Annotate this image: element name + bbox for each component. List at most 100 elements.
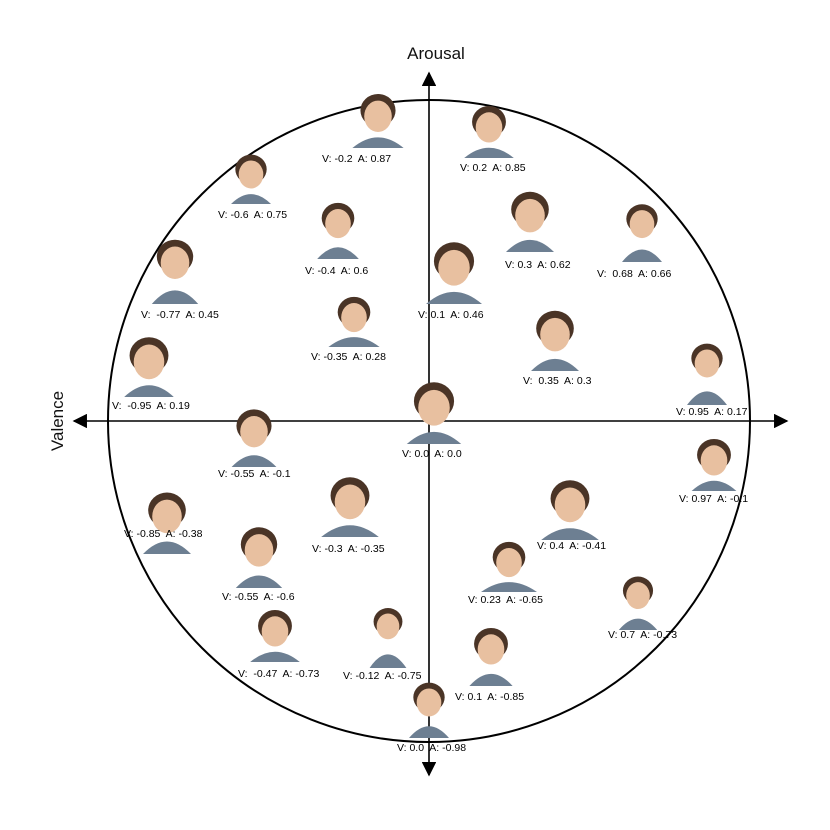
face-shoulders: [531, 358, 579, 371]
face-shoulders: [317, 247, 359, 259]
face-head: [477, 634, 505, 665]
face-label: V: 0.68 A: 0.66: [597, 268, 671, 280]
face-marker: V: -0.55 A: -0.6: [222, 527, 295, 603]
face-shoulders: [235, 575, 283, 588]
face-marker: V: 0.35 A: 0.3: [523, 310, 592, 387]
face-marker: V: -0.12 A: -0.75: [343, 608, 422, 682]
face-head: [629, 210, 655, 239]
face-shoulders: [469, 673, 513, 686]
face-marker: V: 0.0 A: 0.0: [402, 382, 462, 460]
face-label: V: 0.35 A: 0.3: [523, 375, 592, 387]
face-marker: V: 0.1 A: 0.46: [418, 242, 484, 321]
face-marker: V: 0.7 A: -0.73: [608, 576, 677, 641]
face-marker: V: 0.23 A: -0.65: [468, 541, 543, 606]
face-head: [364, 100, 392, 132]
face-head: [261, 616, 289, 647]
face-head: [515, 198, 545, 233]
face-label: V: -0.85 A: -0.38: [124, 528, 203, 540]
face-label: V: 0.3 A: 0.62: [505, 259, 571, 271]
face-head: [240, 416, 268, 448]
face-head: [376, 613, 400, 640]
face-shoulders: [481, 582, 537, 592]
face-marker: V: 0.68 A: 0.66: [597, 204, 671, 280]
face-marker: V: -0.77 A: 0.45: [141, 239, 219, 321]
face-label: V: 0.23 A: -0.65: [468, 594, 543, 606]
face-shoulders: [352, 137, 404, 148]
face-marker: V: -0.95 A: 0.19: [112, 337, 190, 412]
face-shoulders: [541, 528, 599, 540]
face-marker: V: 0.2 A: 0.85: [460, 105, 526, 174]
face-label: V: -0.4 A: 0.6: [305, 265, 368, 277]
face-marker: V: 0.1 A: -0.85: [455, 627, 524, 703]
face-head: [700, 445, 728, 476]
face-marker: V: -0.55 A: -0.1: [218, 409, 291, 480]
face-marker: V: 0.0 A: -0.98: [397, 682, 466, 754]
face-marker: V: -0.47 A: -0.73: [238, 609, 319, 680]
face-head: [496, 547, 522, 578]
face-label: V: -0.35 A: 0.28: [311, 351, 386, 363]
face-head: [418, 389, 450, 426]
face-head: [554, 487, 586, 523]
face-marker: V: -0.2 A: 0.87: [322, 94, 404, 165]
face-shoulders: [124, 385, 174, 397]
face-label: V: -0.77 A: 0.45: [141, 309, 219, 321]
face-label: V: -0.47 A: -0.73: [238, 668, 319, 680]
face-label: V: -0.12 A: -0.75: [343, 670, 422, 682]
face-label: V: 0.1 A: 0.46: [418, 309, 484, 321]
face-shoulders: [618, 618, 658, 630]
face-label: V: 0.0 A: -0.98: [397, 742, 466, 754]
face-marker: V: -0.3 A: -0.35: [312, 477, 385, 555]
valence-axis-title: Valence: [48, 391, 67, 451]
face-label: V: 0.1 A: -0.85: [455, 691, 524, 703]
face-head: [244, 534, 274, 567]
face-shoulders: [369, 654, 407, 668]
face-head: [133, 344, 165, 380]
face-shoulders: [687, 391, 727, 405]
face-label: V: -0.55 A: -0.6: [222, 591, 295, 603]
face-marker: V: 0.97 A: -0.1: [679, 438, 748, 505]
face-head: [416, 688, 442, 717]
face-head: [152, 499, 182, 534]
face-marker: V: -0.85 A: -0.38: [124, 492, 203, 554]
face-shoulders: [622, 249, 662, 262]
face-label: V: 0.2 A: 0.85: [460, 162, 526, 174]
face-marker: V: 0.3 A: 0.62: [505, 191, 571, 271]
face-label: V: -0.6 A: 0.75: [218, 209, 287, 221]
face-head: [626, 582, 650, 610]
face-marker: V: -0.4 A: 0.6: [305, 202, 368, 277]
face-head: [475, 112, 503, 143]
face-label: V: 0.0 A: 0.0: [402, 448, 462, 460]
face-shoulders: [231, 194, 271, 204]
face-head: [694, 349, 720, 378]
face-shoulders: [250, 651, 300, 662]
face-shoulders: [321, 525, 379, 537]
face-marker: V: -0.6 A: 0.75: [218, 154, 287, 221]
face-label: V: -0.3 A: -0.35: [312, 543, 385, 555]
face-shoulders: [328, 337, 380, 347]
face-label: V: -0.55 A: -0.1: [218, 468, 291, 480]
face-shoulders: [151, 290, 199, 304]
face-label: V: 0.95 A: 0.17: [676, 406, 748, 418]
face-shoulders: [143, 541, 191, 554]
arousal-axis-title: Arousal: [407, 44, 465, 63]
face-head: [540, 317, 570, 352]
face-head: [341, 302, 367, 333]
face-label: V: 0.7 A: -0.73: [608, 629, 677, 641]
face-marker: V: 0.4 A: -0.41: [537, 480, 606, 552]
face-marker: V: 0.95 A: 0.17: [676, 343, 748, 418]
face-shoulders: [231, 455, 277, 467]
face-head: [438, 249, 470, 286]
face-shoulders: [406, 431, 462, 444]
face-shoulders: [691, 480, 737, 491]
face-label: V: -0.95 A: 0.19: [112, 400, 190, 412]
face-label: V: 0.4 A: -0.41: [537, 540, 606, 552]
face-label: V: 0.97 A: -0.1: [679, 493, 748, 505]
face-marker: V: -0.35 A: 0.28: [311, 296, 386, 363]
faces-layer: V: -0.2 A: 0.87 V: 0.2 A: 0.85 V: -0.6 A: …: [112, 94, 748, 754]
face-shoulders: [409, 726, 449, 738]
face-label: V: -0.2 A: 0.87: [322, 153, 391, 165]
face-shoulders: [506, 239, 554, 252]
face-head: [238, 160, 264, 189]
face-head: [160, 246, 190, 279]
